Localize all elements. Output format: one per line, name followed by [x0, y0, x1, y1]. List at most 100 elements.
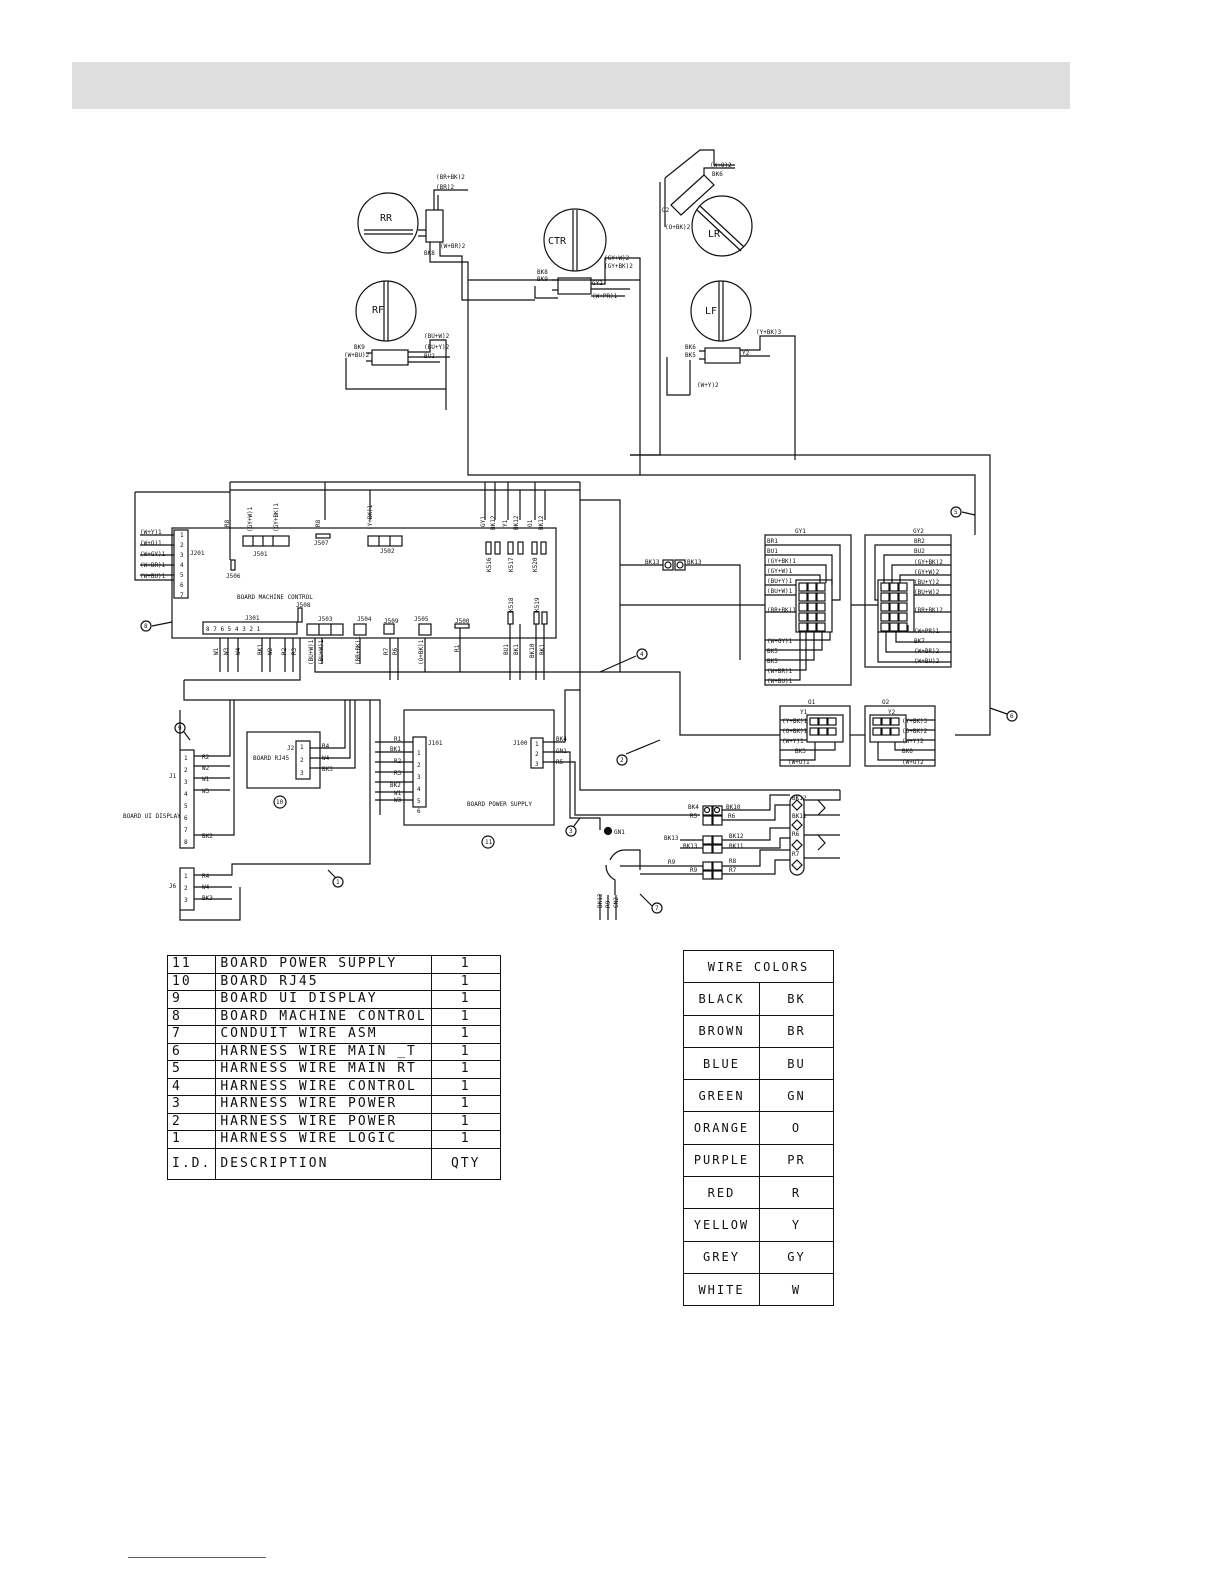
color-code: GN [759, 1079, 834, 1113]
wire-label: (GY+W)1 [767, 568, 793, 575]
wire-label: (Y+BK)3 [902, 718, 928, 725]
part-description: CONDUIT WIRE ASM [215, 1025, 432, 1044]
color-name: WHITE [683, 1272, 760, 1307]
wire-label: W1 [394, 790, 402, 797]
wire-label: (W+BR)2 [440, 243, 466, 250]
wire-label: (GY+BK)1 [767, 558, 796, 565]
wire-label: (GY+BK)2 [604, 263, 633, 270]
wire-label: BK5 [767, 658, 778, 665]
color-name: ORANGE [683, 1111, 760, 1145]
callout-10: 10 [276, 799, 284, 806]
wire-label: R8 [729, 858, 737, 865]
connector-k519-label: K519 [534, 597, 541, 612]
element-rr [357, 189, 469, 280]
part-description: BOARD UI DISPLAY [215, 990, 432, 1009]
wire-label: BK9 [354, 344, 365, 351]
wire-label: BK4 [556, 736, 567, 743]
wire-label: (W+BU)2 [914, 658, 940, 665]
part-qty: 1 [430, 1095, 501, 1114]
callout-6: 6 [1010, 713, 1014, 720]
connector-j502-label: J502 [380, 548, 395, 555]
board-ui-display [179, 700, 371, 921]
pin-label: 4 [184, 791, 188, 798]
wire-label: BK2 [390, 782, 401, 789]
wire-label: BU1 [767, 548, 778, 555]
board-machine-control [171, 527, 557, 639]
wire-label: BK1 [390, 746, 401, 753]
part-id: 8 [166, 1007, 217, 1026]
wire-label: R5 [690, 813, 698, 820]
color-code: BU [759, 1046, 834, 1081]
part-description: HARNESS WIRE MAIN RT [215, 1060, 432, 1079]
part-description: HARNESS WIRE MAIN _T [215, 1042, 432, 1061]
wire-label: R4 [202, 873, 210, 880]
part-description: HARNESS WIRE POWER [215, 1112, 432, 1131]
wire-label: (BU+Y)2 [914, 579, 940, 586]
part-id: 6 [166, 1042, 217, 1061]
wire-label: GN1 [556, 748, 567, 755]
wire-label: GY2 [592, 280, 603, 287]
wire-label: BK11 [729, 843, 744, 850]
connector-gy1-label: GY1 [795, 528, 806, 535]
part-id: 7 [166, 1025, 217, 1044]
wire-label: BK9 [537, 276, 548, 283]
part-qty: 1 [430, 1130, 501, 1149]
connector-j505-label: J505 [414, 616, 429, 623]
board-power-supply-label: BOARD POWER SUPPLY [467, 801, 532, 808]
connector-j100-label: J100 [513, 740, 528, 747]
connector-j1-label: J1 [169, 773, 177, 780]
connector-o2 [864, 705, 936, 767]
wire-label: (W+Y)1 [140, 529, 162, 536]
color-name: GREY [683, 1240, 760, 1274]
callout-2: 2 [620, 757, 624, 764]
wire-label: BK13 [645, 559, 660, 566]
wire-label: (O+BK)2 [665, 224, 691, 231]
connector-j2-label: J2 [287, 745, 295, 752]
board-rj45 [246, 700, 356, 789]
wire-label: (GY+W)1 [247, 506, 254, 532]
connector-gy2 [864, 534, 952, 668]
wire-label: (W+BR)2 [914, 648, 940, 655]
part-id: 10 [166, 972, 217, 991]
wire-label: BK12 [538, 515, 545, 530]
pin-label: 6 [180, 582, 184, 589]
wire-label: (GY+BK)1 [273, 503, 280, 532]
connector-j509-label: J509 [384, 618, 399, 625]
wire-label: BK13 [687, 559, 702, 566]
callout-8: 8 [144, 623, 148, 630]
wire-label: GN2 [613, 897, 620, 908]
callout-5: 5 [954, 509, 958, 516]
wire-label: (W+BU)2 [344, 352, 370, 359]
wire-label: (BR+BK)1 [767, 607, 796, 614]
wire-label: W3 [223, 647, 230, 655]
wire-label: W1 [213, 647, 220, 655]
wire-label: BK10 [529, 643, 536, 658]
part-id: 9 [166, 990, 217, 1009]
board-power-supply [375, 689, 700, 830]
wire-label: R8 [224, 519, 231, 527]
wire-label: R3 [291, 647, 298, 655]
wire-label: (Y+BK)1 [367, 504, 374, 530]
wire-label: (W+Y)2 [697, 382, 719, 389]
connector-j504-label: J504 [357, 616, 372, 623]
wire-label: BK13 [664, 835, 679, 842]
wire-label: R9 [668, 859, 676, 866]
wire-label: W3 [202, 788, 210, 795]
wire-label: Y1 [502, 519, 509, 527]
pin-label: 2 [535, 751, 539, 758]
wire-label: (O+BK)1 [782, 728, 808, 735]
wire-label: R7 [792, 851, 800, 858]
wire-label: BK4 [688, 804, 699, 811]
wire-label: W2 [267, 647, 274, 655]
wire-label: (W+Y)2 [902, 738, 924, 745]
